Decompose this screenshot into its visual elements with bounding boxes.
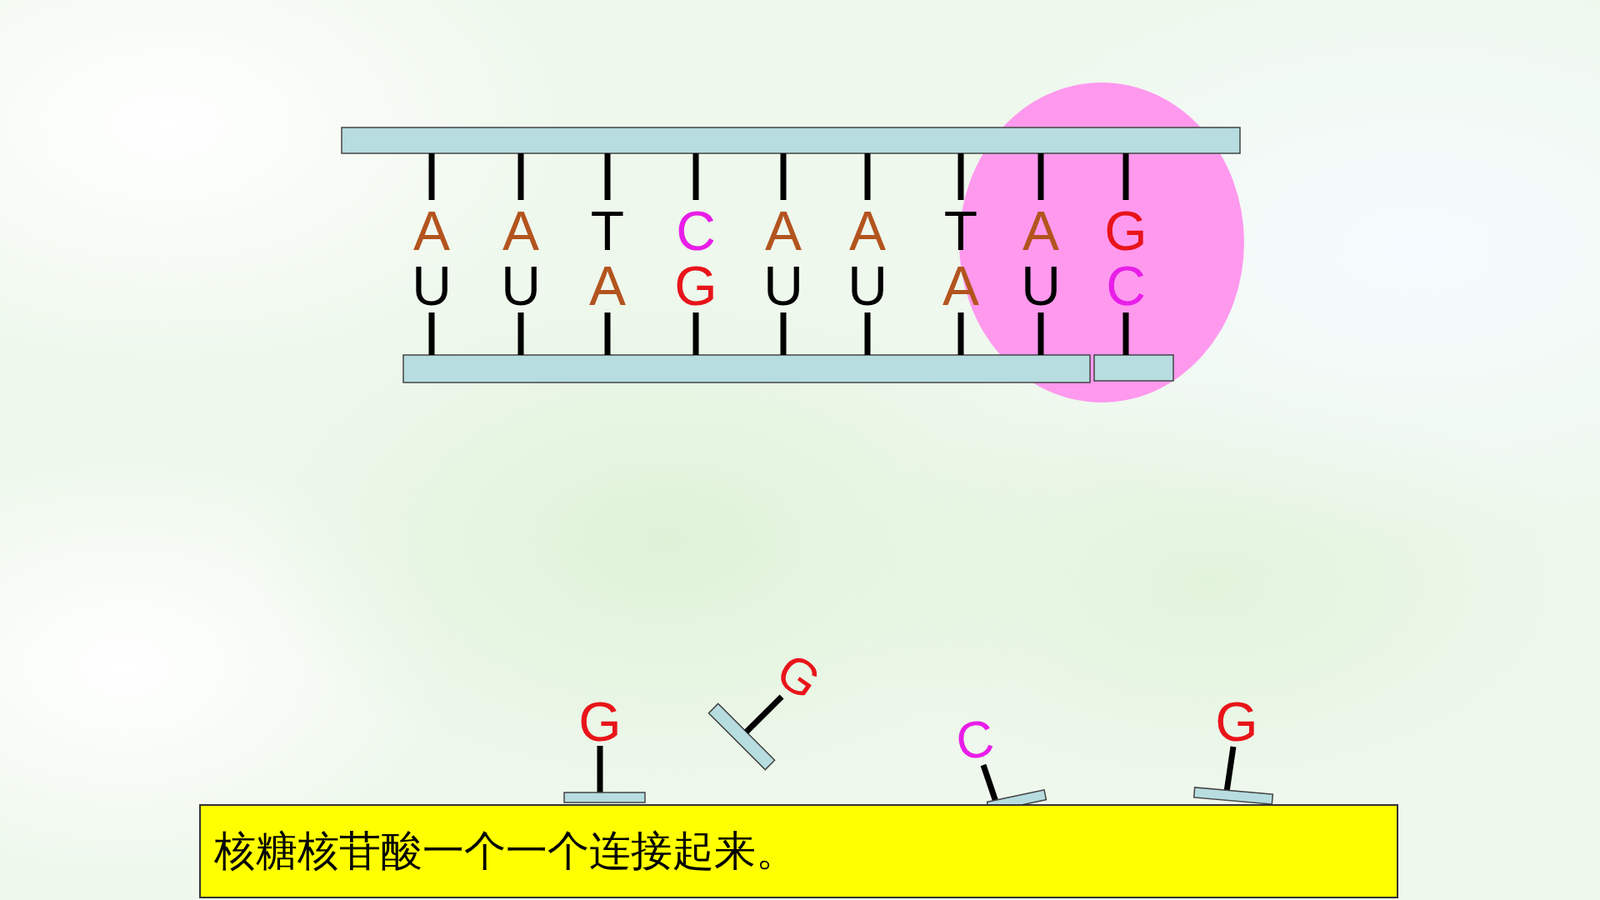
base-letter: A xyxy=(849,203,886,259)
base-letter: G xyxy=(1215,694,1258,750)
base-letter: C xyxy=(953,711,998,769)
base-letter: C xyxy=(675,203,716,259)
base-sticks xyxy=(431,153,1126,355)
base-letter: A xyxy=(765,203,802,259)
base-letter: C xyxy=(1105,258,1146,314)
base-letter: U xyxy=(763,258,804,314)
rna-new-segment xyxy=(1094,355,1174,381)
free-nucleotides xyxy=(564,668,1273,812)
base-letter: U xyxy=(411,258,452,314)
base-letter: U xyxy=(500,258,541,314)
rna-strand xyxy=(403,355,1090,383)
base-letter: A xyxy=(589,258,626,314)
base-letter: G xyxy=(578,694,621,750)
base-letter: T xyxy=(590,203,625,259)
base-letter: U xyxy=(1020,258,1061,314)
base-letter: G xyxy=(1104,203,1147,259)
base-letter: G xyxy=(768,645,830,709)
base-letter: A xyxy=(413,203,450,259)
base-letter: A xyxy=(1022,203,1060,259)
base-letter: U xyxy=(847,258,888,314)
dna-strand xyxy=(341,127,1240,154)
base-letter: G xyxy=(674,258,717,314)
base-letter: A xyxy=(942,258,980,314)
caption-box: 核糖核苷酸一个一个连接起来。 xyxy=(199,804,1399,899)
base-letter: T xyxy=(944,203,978,259)
caption-text: 核糖核苷酸一个一个连接起来。 xyxy=(214,827,798,876)
base-letter: A xyxy=(502,203,540,259)
